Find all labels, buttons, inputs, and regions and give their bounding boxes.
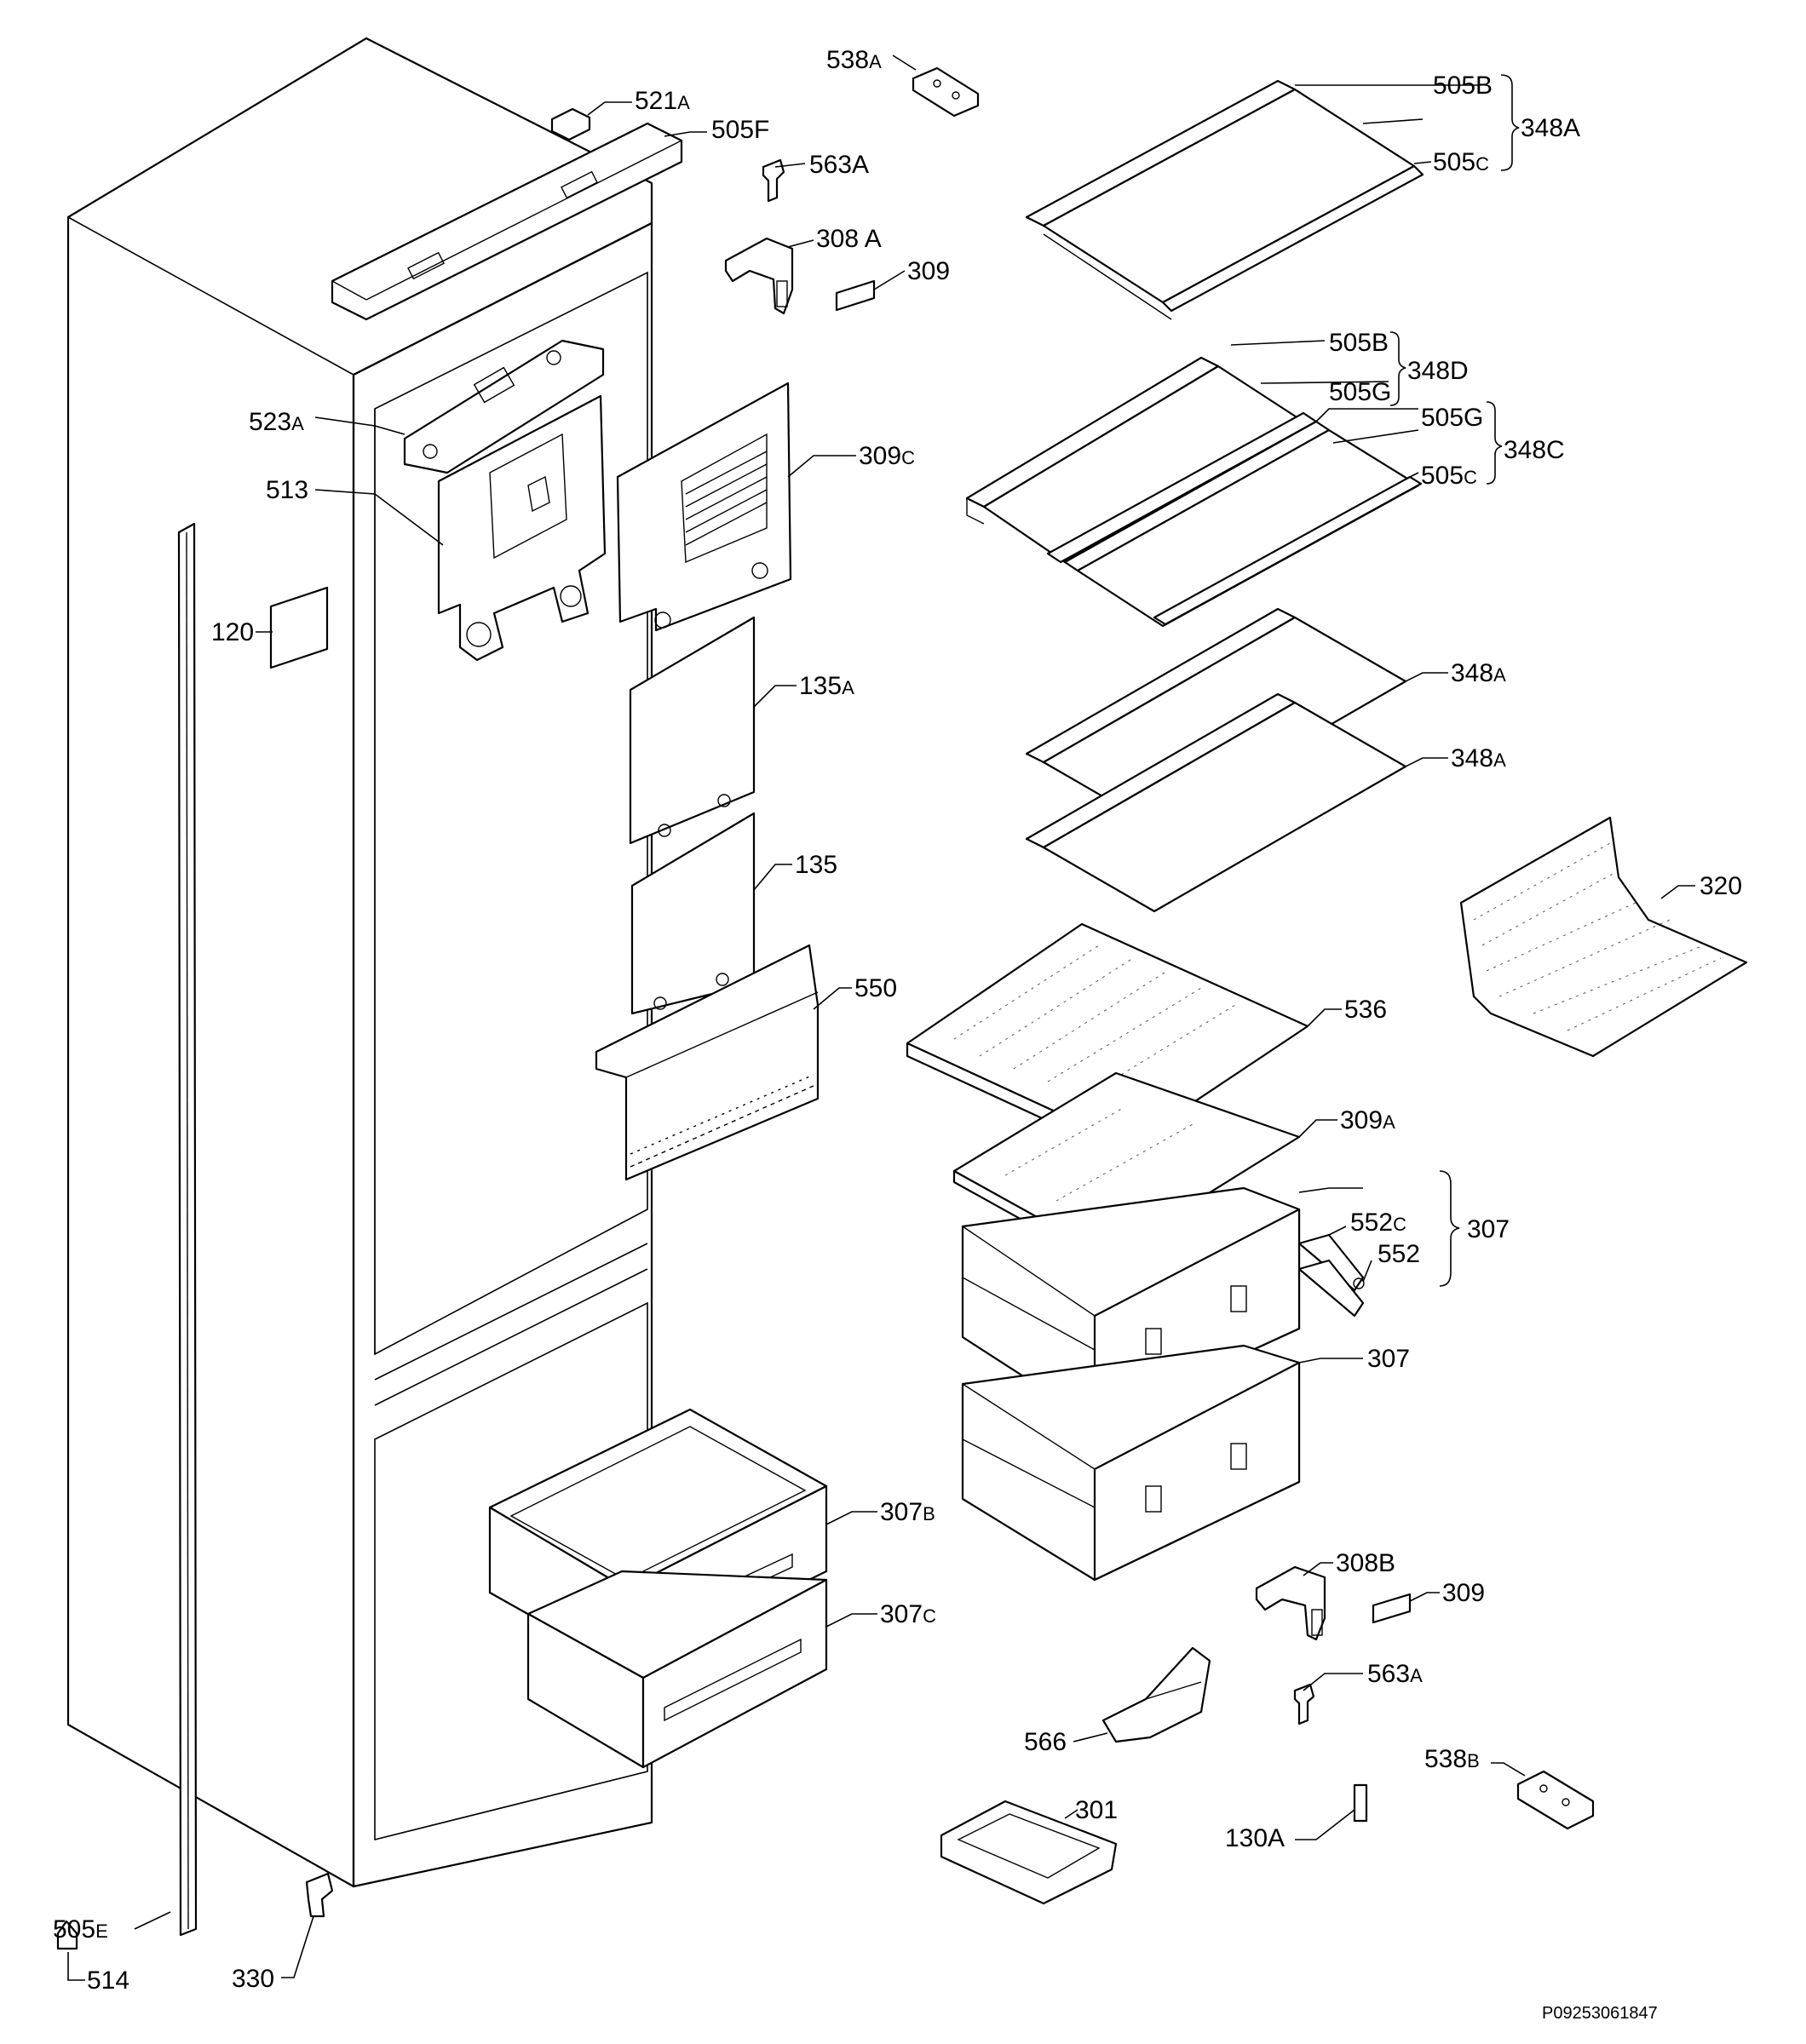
label-505e: 505E (53, 1915, 108, 1944)
label-348d: 348D (1407, 357, 1469, 385)
label-538a: 538A (826, 46, 882, 74)
label-307-1: 307 (1467, 1215, 1510, 1243)
label-538b: 538B (1424, 1745, 1480, 1773)
label-135a: 135A (799, 672, 854, 700)
label-505f: 505F (711, 116, 769, 144)
footer-code: P09253061847 (1542, 2004, 1658, 2023)
ice-scoop-566 (1101, 1646, 1211, 1743)
label-505b-2: 505B (1329, 329, 1389, 357)
label-135: 135 (795, 851, 837, 879)
drawer-307-2 (961, 1344, 1301, 1582)
label-309a: 309A (1340, 1106, 1395, 1134)
shelf-348c (1063, 420, 1423, 628)
hinge-538a (912, 66, 980, 118)
cap-514 (56, 1920, 78, 1950)
fan-housing-523a (403, 339, 605, 474)
label-307c: 307C (880, 1600, 936, 1628)
label-513: 513 (266, 476, 308, 504)
cabinet-body (66, 37, 653, 1888)
label-348a-2: 348A (1451, 659, 1506, 687)
label-521a: 521A (635, 87, 690, 115)
callout-labels: 538A 521A 505F 563A 308 A 309 505B 348A … (53, 46, 1742, 1995)
wire-basket-320 (1459, 816, 1748, 1058)
label-550: 550 (854, 974, 897, 1002)
screw-563a-bottom (1293, 1683, 1315, 1725)
brace-group (1389, 74, 1520, 1287)
label-552c: 552C (1350, 1209, 1406, 1237)
ice-cube-tray-301 (940, 1800, 1118, 1905)
label-309-top: 309 (907, 257, 950, 285)
label-505c-2: 505C (1421, 462, 1477, 490)
label-320: 320 (1700, 872, 1742, 900)
label-505g-1: 505G (1329, 378, 1391, 406)
cover-135a (629, 616, 756, 845)
shelf-348d (965, 356, 1318, 564)
hinge-308b (1255, 1565, 1326, 1641)
label-309-bottom: 309 (1442, 1579, 1485, 1607)
cap-521a (550, 107, 591, 141)
clip-130a (1353, 1783, 1368, 1823)
top-rail-505f (331, 122, 683, 321)
label-523a: 523A (249, 408, 304, 436)
label-348a-1: 348A (1521, 114, 1580, 142)
door-seal-strip-505e (177, 522, 198, 1937)
label-120: 120 (211, 618, 254, 646)
screw-563a-top (762, 158, 785, 203)
crisper-drawer-307c (526, 1570, 828, 1769)
label-505c-1: 505C (1433, 148, 1489, 176)
label-120 (269, 586, 329, 669)
label-348c: 348C (1504, 436, 1565, 464)
label-514: 514 (87, 1966, 129, 1995)
air-channel-309c (616, 382, 792, 632)
label-563a-bottom: 563A (1367, 1660, 1423, 1688)
leader-lines (67, 55, 1695, 1981)
label-566: 566 (1024, 1728, 1067, 1756)
label-130a: 130A (1225, 1824, 1285, 1852)
slide-rail-552c (1297, 1233, 1365, 1318)
label-307-2: 307 (1367, 1345, 1410, 1373)
label-536: 536 (1344, 996, 1387, 1024)
hinge-538b (1516, 1770, 1595, 1830)
hinge-308a (724, 237, 794, 315)
label-330: 330 (232, 1965, 274, 1993)
label-552: 552 (1378, 1240, 1420, 1268)
cover-309-top (835, 279, 876, 312)
label-505g-2: 505G (1421, 404, 1483, 432)
cover-309-bottom (1372, 1593, 1412, 1624)
label-348a-3: 348A (1451, 744, 1506, 772)
label-505b-1: 505B (1433, 72, 1493, 100)
label-308b: 308B (1336, 1549, 1395, 1577)
label-308a: 308 A (816, 225, 882, 253)
label-563a-top: 563A (809, 151, 869, 179)
evaporator-cover-513 (437, 394, 607, 662)
foot-330 (305, 1872, 334, 1918)
baffle-550 (595, 944, 820, 1181)
label-301: 301 (1075, 1796, 1118, 1824)
label-307b: 307B (880, 1498, 935, 1526)
label-309c: 309C (859, 442, 915, 470)
shelf-348a-1 (1025, 79, 1424, 320)
